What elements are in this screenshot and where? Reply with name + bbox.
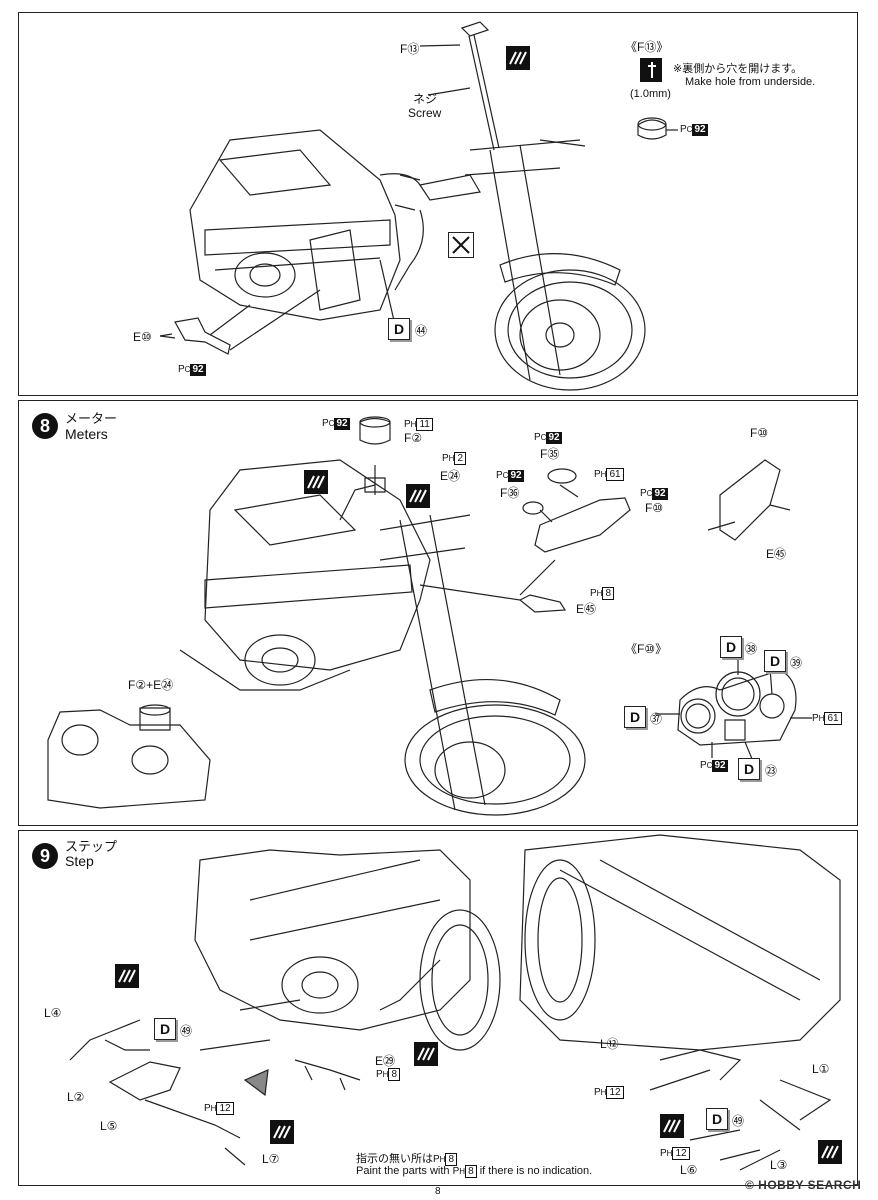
- part-label-f10-right: F⑩: [750, 426, 769, 440]
- part-label-e24: E㉔: [440, 469, 461, 483]
- step-title-en: Step: [65, 853, 94, 869]
- motorcycle-meters-illustration: [47, 416, 812, 816]
- paint-chip-icon: [506, 46, 530, 70]
- part-label-l12: L⑫: [600, 1037, 619, 1051]
- decal-label-d39: ㊴: [790, 656, 803, 670]
- step-title-jp: ステップ: [65, 839, 118, 854]
- detail-title-f13: 《F⑬》: [625, 40, 669, 54]
- detail-note-jp: ※裏側から穴を開けます。: [673, 63, 803, 75]
- paint-chip-icon: [115, 964, 139, 988]
- step-title-en: Meters: [65, 426, 108, 442]
- paint-chip-icon: [414, 1042, 438, 1066]
- paint-chip-icon: [270, 1120, 294, 1144]
- step-number-badge: 8: [32, 413, 58, 439]
- part-label-e45: E㊺: [576, 602, 597, 616]
- motorcycle-front-illustration: [159, 21, 678, 391]
- part-label-l2: L②: [67, 1090, 85, 1104]
- decal-d-icon: D: [388, 318, 410, 340]
- panel-step: [18, 830, 858, 1186]
- decal-d-icon: D: [738, 758, 760, 780]
- paint-chip-icon: [406, 484, 430, 508]
- step-number-badge: 9: [32, 843, 58, 869]
- decal-d-icon: D: [720, 636, 742, 658]
- decal-label-d49-left: ㊾: [180, 1024, 193, 1038]
- drill-size-label: (1.0mm): [630, 88, 671, 100]
- part-label-f10-main: F⑩: [645, 501, 664, 515]
- step-title-jp: メーター: [65, 411, 118, 426]
- cut-tool-icon: [448, 232, 474, 258]
- motorcycle-step-illustration: [69, 834, 841, 1171]
- screw-label-en: Screw: [408, 106, 442, 120]
- decal-d-icon: D: [706, 1108, 728, 1130]
- decal-label-d38: ㊳: [745, 642, 758, 656]
- part-label-l3: L③: [770, 1158, 788, 1172]
- part-label-l7: L⑦: [262, 1152, 280, 1166]
- paint-chip-icon: [818, 1140, 842, 1164]
- decal-d-icon: D: [624, 706, 646, 728]
- panel-meters: [18, 400, 858, 826]
- panel-seat-frame: [18, 12, 858, 396]
- part-label-l4: L④: [44, 1006, 62, 1020]
- detail-title-f10: 《F⑩》: [625, 642, 668, 656]
- decal-d-icon: D: [764, 650, 786, 672]
- part-label-f13: F⑬: [400, 42, 420, 56]
- decal-label-d44: ㊹: [415, 324, 428, 338]
- part-label-f2-e24: F②+E㉔: [128, 678, 174, 692]
- decal-label-d37: ㊲: [650, 712, 663, 726]
- detail-note-en: Make hole from underside.: [685, 76, 816, 88]
- part-label-f2: F②: [404, 431, 423, 445]
- decal-label-d49-right: ㊾: [732, 1114, 745, 1128]
- page-number: 8: [435, 1186, 441, 1197]
- decal-d-icon: D: [154, 1018, 176, 1040]
- part-label-l1: L①: [812, 1062, 830, 1076]
- part-label-f36: F㊱: [500, 486, 520, 500]
- screw-label-jp: ネジ: [413, 92, 438, 106]
- paint-chip-icon: [660, 1114, 684, 1138]
- part-label-f35: F㉟: [540, 447, 560, 461]
- decal-label-d23: ㉓: [765, 764, 778, 778]
- part-label-e45-right: E㊺: [766, 547, 787, 561]
- part-label-e10: E⑩: [133, 330, 152, 344]
- part-label-l5: L⑤: [100, 1119, 118, 1133]
- part-label-l6: L⑥: [680, 1163, 698, 1177]
- watermark-text: © HOBBY SEARCH: [745, 1178, 862, 1192]
- part-label-e29: E㉙: [375, 1054, 396, 1068]
- paint-chip-icon: [304, 470, 328, 494]
- drill-icon: [640, 58, 662, 82]
